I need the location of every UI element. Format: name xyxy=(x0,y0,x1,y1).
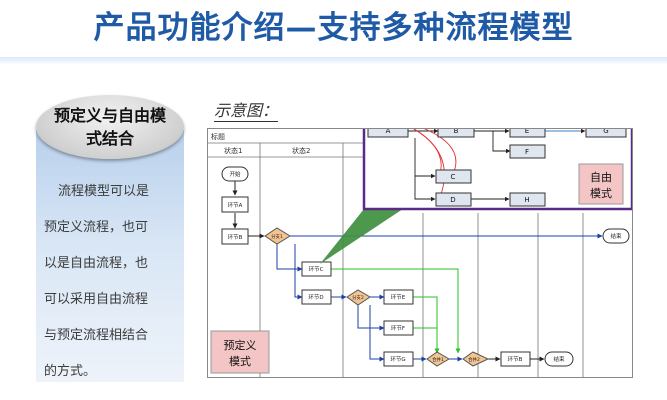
description-line: 流程模型可以是 xyxy=(58,184,150,199)
split-label: 分支1 xyxy=(271,233,283,240)
step-label: 环节G xyxy=(390,355,405,363)
merge-label: 合并2 xyxy=(468,356,480,363)
free-node-label: A xyxy=(386,129,391,135)
description-line: 预定义流程，也可 xyxy=(44,220,149,235)
predefined-mode-label-line: 预定义 xyxy=(224,338,257,352)
end-label: 结束 xyxy=(610,232,622,240)
split-label: 分支2 xyxy=(352,294,364,301)
step-label: 环节D xyxy=(308,293,323,301)
start-node xyxy=(221,166,249,182)
predefined-mode-tag xyxy=(210,330,270,374)
merge-node xyxy=(462,351,490,367)
workflow-diagram: 标题 状态1 状态2 开始 环节A 环节B 分支1 环节C 环节D xyxy=(207,111,634,378)
free-mode-tag xyxy=(578,163,624,205)
merge-node xyxy=(426,351,450,367)
step-label: 环节B xyxy=(228,233,243,241)
step-label: 环节E xyxy=(391,293,406,301)
step-label: 环节C xyxy=(309,265,324,273)
predefined-mode-label-line: 模式 xyxy=(229,355,251,368)
start-label: 开始 xyxy=(229,170,241,178)
description-line: 以是自由流程，也 xyxy=(44,256,149,271)
free-mode-inset: A B E G F C D H 自由 模式 xyxy=(362,111,634,211)
free-node-label: C xyxy=(451,173,456,181)
step-node xyxy=(383,289,414,305)
topic-badge xyxy=(36,95,184,159)
free-node xyxy=(435,192,472,207)
zoom-callout xyxy=(320,197,421,264)
description-line: 可以采用自由流程 xyxy=(44,292,149,307)
split-node xyxy=(346,289,371,306)
description-text: 流程模型可以是 预定义流程，也可 以是自由流程，也 可以采用自由流程 与预定流程… xyxy=(44,174,176,390)
step-label: 环节A xyxy=(228,201,243,209)
end-label: 结束 xyxy=(553,355,565,363)
free-mode-label-line: 自由 xyxy=(590,170,612,184)
merge-label: 合并1 xyxy=(432,356,444,363)
header-divider xyxy=(0,57,667,65)
free-node xyxy=(435,169,472,184)
step-node xyxy=(301,261,332,277)
lane-label: 状态1 xyxy=(224,146,242,155)
free-node-label: F xyxy=(525,148,529,156)
topic-badge-label: 预定义与自由模 式结合 xyxy=(53,106,166,148)
end-node xyxy=(602,228,630,244)
step-node xyxy=(221,228,249,245)
flow-nodes: 开始 环节A 环节B 分支1 环节C 环节D 分支2 环节E 环节F 环节G 合… xyxy=(221,166,630,367)
split-node xyxy=(264,227,291,245)
step-node xyxy=(221,196,249,213)
step-node xyxy=(500,351,531,367)
description-line: 的方式。 xyxy=(44,364,97,379)
diagram-header-label: 标题 xyxy=(211,132,225,141)
free-node-label: G xyxy=(603,129,608,135)
free-mode-label-line: 模式 xyxy=(590,187,612,200)
step-label: 环节B xyxy=(508,355,523,363)
step-node xyxy=(383,351,414,367)
step-node xyxy=(301,289,332,305)
end-node xyxy=(544,351,574,367)
free-node xyxy=(509,192,546,207)
description-line: 与预定流程相结合 xyxy=(44,328,149,343)
slide-title: 产品功能介绍—支持多种流程模型 xyxy=(93,10,574,46)
free-node xyxy=(509,144,546,159)
free-node-label: B xyxy=(454,129,459,135)
step-label: 环节F xyxy=(391,324,405,332)
diagram-caption: 示意图： xyxy=(214,101,279,122)
left-panel xyxy=(36,130,184,382)
lane-label: 状态2 xyxy=(292,146,310,155)
swimlane-frame xyxy=(208,142,632,377)
free-node-label: H xyxy=(524,196,529,204)
free-node-label: D xyxy=(450,196,455,204)
free-node-label: E xyxy=(525,129,529,135)
flow-lines xyxy=(232,181,603,362)
step-node xyxy=(383,320,414,336)
workflow-diagram-svg: 标题 状态1 状态2 开始 环节A 环节B 分支1 环节C 环节D xyxy=(208,111,634,377)
